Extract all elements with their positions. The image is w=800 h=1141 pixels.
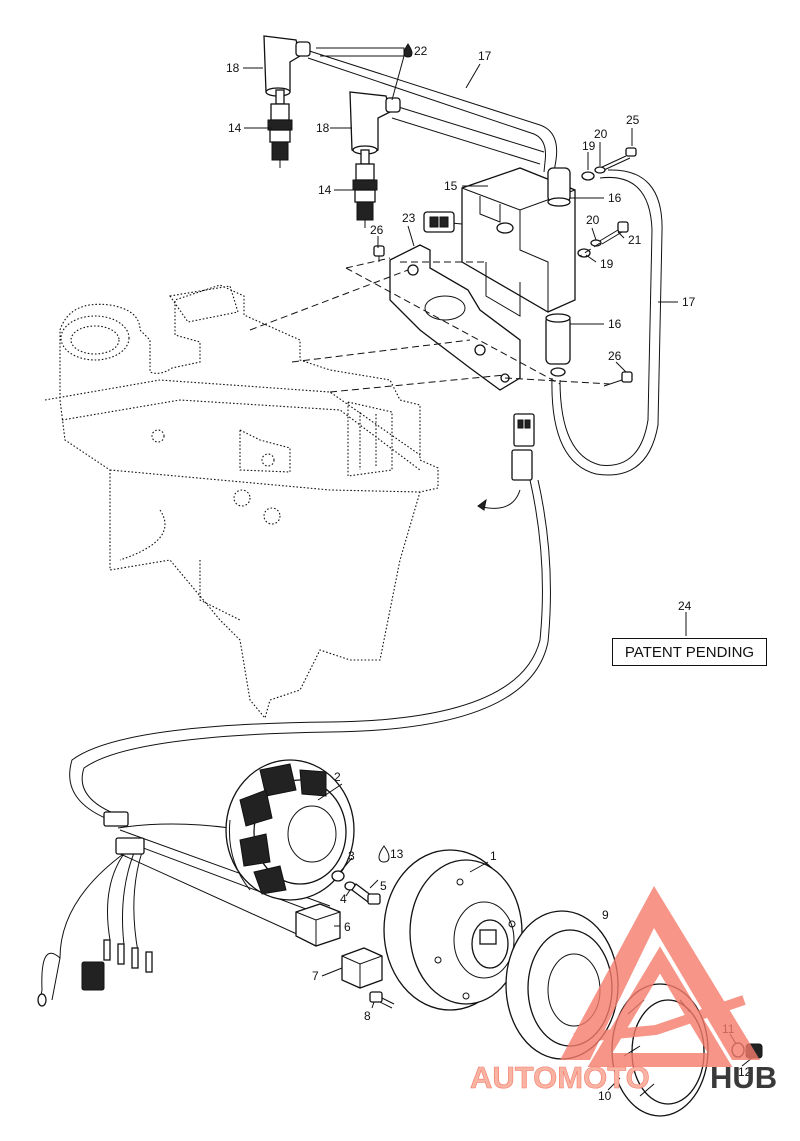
callout-8: 8 (364, 1009, 371, 1023)
callout-6: 6 (344, 920, 351, 934)
trigger-coil-7 (341, 947, 383, 989)
spark-plug-wire-lower (391, 104, 545, 165)
callout-labels: 1 2 3 4 5 6 7 8 9 10 11 12 13 14 14 15 1… (226, 44, 752, 1103)
spark-plug-wire-upper (299, 47, 558, 173)
callout-4: 4 (340, 892, 347, 906)
callout-18b: 18 (316, 121, 330, 135)
callout-25: 25 (626, 113, 640, 127)
drop-icon (378, 845, 390, 863)
leader-lines (243, 47, 753, 1091)
callout-21: 21 (628, 233, 642, 247)
callout-19b: 19 (600, 257, 614, 271)
screw-5 (351, 883, 381, 905)
watermark-brand-suffix: HUB (710, 1060, 777, 1095)
callout-17a: 17 (478, 49, 492, 63)
harness-plug-mid (511, 413, 535, 481)
spark-plug-lower (352, 149, 378, 228)
harness-bundle-lower (37, 811, 331, 1007)
callout-16a: 16 (608, 191, 622, 205)
callout-19a: 19 (582, 139, 596, 153)
callout-17b: 17 (682, 295, 696, 309)
spark-plug-cap-lower (349, 91, 401, 155)
flywheel (383, 849, 523, 1011)
callout-9: 9 (602, 908, 609, 922)
callout-12: 12 (738, 1065, 752, 1079)
spark-plug-cap-upper (263, 35, 311, 97)
screw-8 (369, 991, 395, 1009)
callout-15: 15 (444, 179, 458, 193)
callout-14a: 14 (228, 121, 242, 135)
stator (225, 759, 355, 901)
screw-25 (599, 147, 637, 171)
callout-1: 1 (490, 849, 497, 863)
watermark-logo (560, 886, 760, 1067)
callout-3: 3 (348, 849, 355, 863)
screw-26-right (603, 371, 633, 387)
drop-icon (403, 43, 413, 58)
callout-23: 23 (402, 211, 416, 225)
callout-16b: 16 (608, 317, 622, 331)
wire-boot-lower (545, 313, 571, 377)
direction-arrowhead (477, 498, 487, 511)
callout-26b: 26 (608, 349, 622, 363)
screw-21 (597, 221, 629, 245)
washer-19a (581, 171, 595, 181)
watermark-brand-main: AUTOMOTO (470, 1060, 650, 1095)
callout-20a: 20 (594, 127, 608, 141)
washer-3 (331, 870, 345, 882)
callout-20b: 20 (586, 213, 600, 227)
patent-pending-box: PATENT PENDING (612, 638, 767, 666)
ignition-coil (439, 167, 576, 317)
assembly-guide-lines (249, 242, 611, 393)
callout-26a: 26 (370, 223, 384, 237)
callout-2: 2 (334, 770, 341, 784)
callout-14b: 14 (318, 183, 332, 197)
callout-18a: 18 (226, 61, 240, 75)
ignition-wire-right-loop (551, 169, 663, 476)
trigger-coil-6 (295, 903, 341, 947)
washer-20a (594, 166, 606, 174)
stator-harness (69, 479, 551, 821)
coil-connector (423, 211, 455, 233)
callout-10: 10 (598, 1089, 612, 1103)
callout-22: 22 (414, 44, 428, 58)
wire-boot-upper (547, 167, 571, 207)
callout-5: 5 (380, 879, 387, 893)
patent-pending-text: PATENT PENDING (624, 643, 755, 661)
oil-tank-phantom (44, 284, 439, 720)
callout-13: 13 (390, 847, 404, 861)
spark-plug-upper (267, 89, 293, 168)
callout-24: 24 (678, 599, 692, 613)
callout-7: 7 (312, 969, 319, 983)
